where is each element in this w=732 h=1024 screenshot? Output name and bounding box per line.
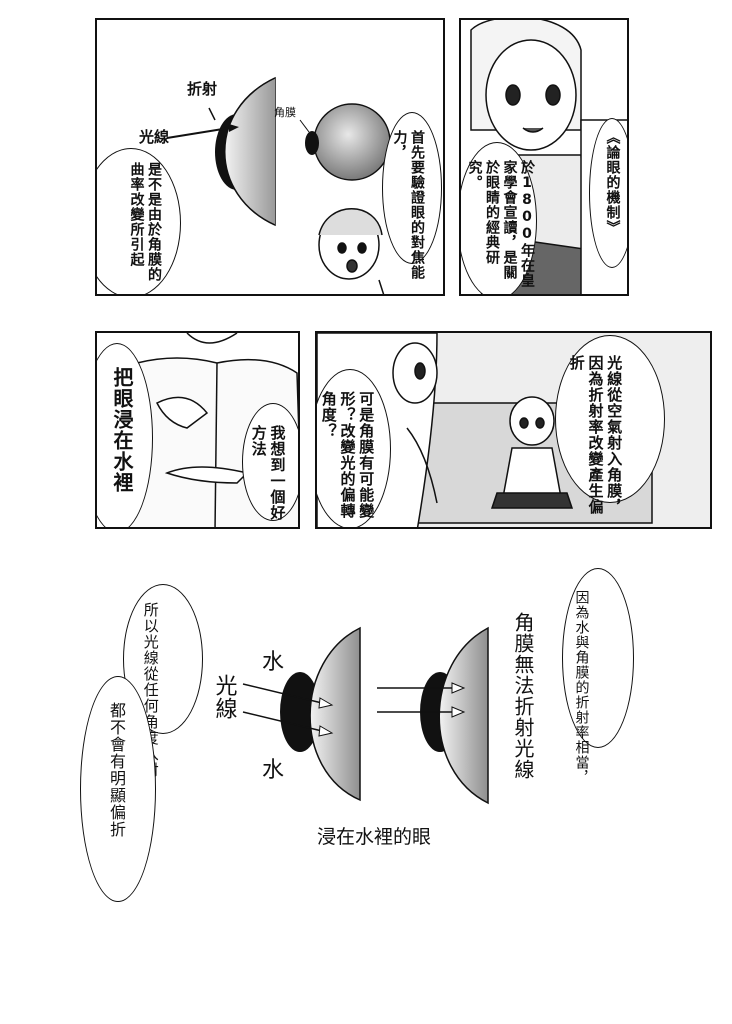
caption-bubble bbox=[97, 343, 153, 527]
text-no-refract: 角膜無法折射光線 bbox=[511, 612, 535, 780]
label-refraction: 折射 bbox=[187, 80, 218, 98]
speech-line: 是不是由於角膜的 bbox=[146, 162, 162, 282]
speech-bubble-index bbox=[562, 568, 634, 748]
speech-line: 變形？改變光的 bbox=[338, 391, 376, 519]
speech-line: 光線從空氣射入 bbox=[605, 355, 624, 467]
eye-in-water-left bbox=[242, 626, 361, 802]
speech-line: 曲率改變所引起 bbox=[128, 162, 145, 267]
speech-line: 眼睛的經典研究。 bbox=[466, 160, 501, 265]
speech-line: 折射率相當， bbox=[573, 695, 590, 785]
speech-line: 好方法 bbox=[249, 425, 287, 521]
panel-1: 折射 光線 角膜 首先要驗證眼的對焦能力， 是不是由於角膜的曲率改變所引起 bbox=[95, 18, 445, 296]
panel-3: 把眼浸在水裡 我想到一個好方法 bbox=[95, 331, 300, 529]
speech-text-first: 首先要驗證眼的對焦能力， bbox=[390, 130, 426, 294]
speech-line: 於1800年在皇家 bbox=[501, 160, 536, 288]
label-cornea: 角膜 bbox=[274, 106, 296, 119]
speech-line: 改變產生偏折 bbox=[567, 355, 605, 515]
speech-text-question: 可是角膜有可能變形？改變光的偏轉角度？ bbox=[319, 391, 376, 527]
speech-text-paper: 於1800年在皇家學會宣讀，是關於眼睛的經典研究。 bbox=[465, 160, 536, 294]
speech-bubble-first bbox=[382, 112, 442, 264]
speech-bubble-no-bend bbox=[80, 676, 156, 902]
label-light-bottom: 光線 bbox=[211, 674, 237, 720]
speech-line: 因為水與角膜的 bbox=[573, 590, 590, 695]
speech-line: 所以光線從 bbox=[141, 602, 160, 682]
speech-text-refract: 光線從空氣射入角膜，因為折射率改變產生偏折 bbox=[567, 355, 624, 527]
speech-bubble-question bbox=[317, 369, 391, 527]
speech-bubble-title bbox=[589, 118, 627, 268]
speech-line: 角膜，因為折射率 bbox=[586, 355, 624, 515]
panel-2: 於1800年在皇家學會宣讀，是關於眼睛的經典研究。 《論眼的機制》 bbox=[459, 18, 629, 296]
speech-line: 首先要驗證 bbox=[409, 130, 425, 205]
speech-line: 學會宣讀，是關於 bbox=[484, 160, 518, 280]
eye-in-water-right bbox=[377, 626, 489, 805]
speech-line: 可是角膜有可能 bbox=[357, 391, 376, 503]
caption-submerged-eye: 浸在水裡的眼 bbox=[317, 826, 432, 848]
cornea-diagram bbox=[166, 76, 391, 294]
speech-bubble-refract bbox=[555, 335, 665, 503]
label-light: 光線 bbox=[139, 128, 170, 146]
caption-soak-eye: 把眼浸在水裡 bbox=[110, 367, 134, 493]
label-water-bottom: 水 bbox=[262, 758, 285, 783]
speech-bubble-method bbox=[242, 403, 298, 521]
boy-figure bbox=[318, 208, 385, 294]
panel-4: 光線從空氣射入角膜，因為折射率改變產生偏折 可是角膜有可能變形？改變光的偏轉角度… bbox=[315, 331, 712, 529]
speech-line: 偏轉角度？ bbox=[319, 391, 357, 519]
speech-text-index: 因為水與角膜的折射率相當， bbox=[572, 590, 590, 785]
speech-bubble-curvature bbox=[97, 148, 181, 294]
speech-text-no-bend: 都不會有明顯偏折 bbox=[107, 702, 126, 838]
speech-text-curvature: 是不是由於角膜的曲率改變所引起 bbox=[127, 162, 163, 294]
label-water-top: 水 bbox=[262, 650, 285, 675]
speech-text-title: 《論眼的機制》 bbox=[604, 130, 621, 235]
speech-line: 眼的對焦能力， bbox=[391, 130, 426, 280]
speech-bubble-paper bbox=[461, 142, 537, 294]
speech-line: 我想到一個 bbox=[268, 425, 287, 505]
speech-text-method: 我想到一個好方法 bbox=[249, 425, 287, 527]
